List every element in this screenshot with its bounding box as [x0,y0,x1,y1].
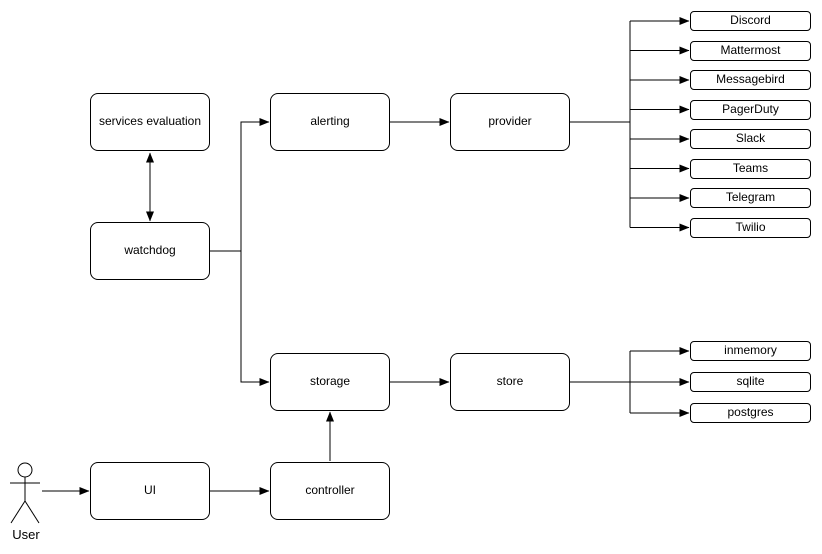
node-watchdog: watchdog [90,222,210,280]
node-services-evaluation: services evaluation [90,93,210,151]
node-postgres: postgres [690,403,811,423]
node-provider: provider [450,93,570,151]
node-messagebird: Messagebird [690,70,811,90]
node-ui: UI [90,462,210,520]
node-alerting: alerting [270,93,390,151]
node-controller: controller [270,462,390,520]
node-mattermost: Mattermost [690,40,811,61]
node-storage: storage [270,353,390,411]
node-store: store [450,353,570,411]
node-teams: Teams [690,158,811,179]
user-actor-label: User [12,527,40,542]
node-inmemory: inmemory [690,341,811,361]
node-slack: Slack [690,129,811,149]
edge-watchdog-alerting [210,118,270,252]
node-twilio: Twilio [690,217,811,238]
node-discord: Discord [690,11,811,31]
node-pagerduty: PagerDuty [690,99,811,120]
node-sqlite: sqlite [690,372,811,392]
node-telegram: Telegram [690,188,811,208]
edge-watchdog-storage [240,251,270,386]
user-actor-icon [10,462,40,524]
